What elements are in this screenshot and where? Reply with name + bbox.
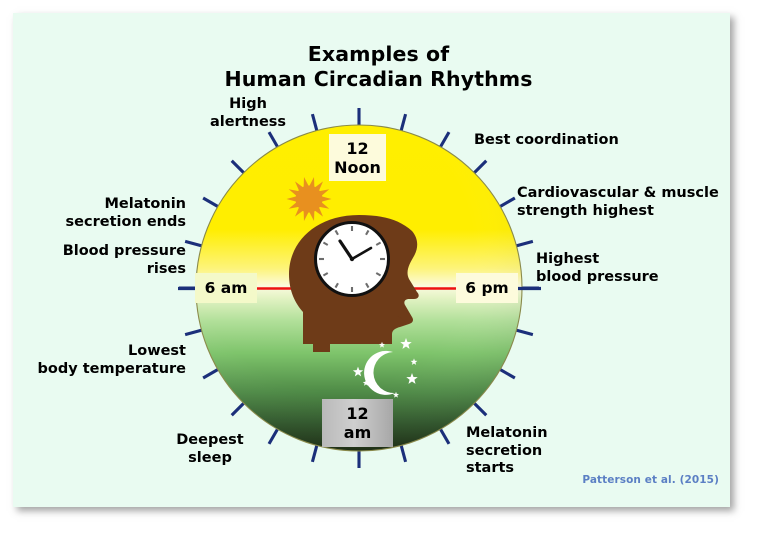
star-icon: [406, 373, 418, 384]
clock-hour-tick: [365, 229, 370, 236]
clock-hour-ticks: [319, 226, 385, 292]
sun-ray: [303, 177, 309, 188]
callout-high-alertness: High alertness: [209, 96, 287, 130]
label-12-noon-number: 12: [346, 138, 369, 158]
callout-highest-blood-pressure: Highest blood pressure: [536, 251, 659, 285]
moon-and-stars-icon: [352, 338, 418, 398]
label-6-am-text: 6 am: [204, 278, 248, 297]
callout-cardiovascular-muscle-strength: Cardiovascular & muscle strength highest: [517, 185, 719, 219]
star-icon: [352, 366, 364, 377]
sun-ray: [288, 202, 299, 209]
page-title-line-1: Examples of: [307, 42, 450, 66]
sun-ray: [319, 202, 330, 209]
sun-disc: [295, 185, 323, 213]
star-icons: [352, 338, 418, 398]
sun-icon: [286, 177, 332, 221]
clock-hour-tick: [322, 241, 329, 246]
clock-minute-hand: [350, 246, 373, 261]
callout-lowest-body-temperature: Lowest body temperature: [37, 343, 186, 377]
star-icon: [392, 391, 400, 398]
label-6-pm-text: 6 pm: [465, 278, 509, 297]
clock-hour-tick: [365, 282, 370, 289]
sun-ray: [309, 210, 315, 221]
clock-hour-tick: [322, 272, 329, 277]
callout-best-coordination: Best coordination: [474, 132, 619, 148]
label-6-am: 6 am: [195, 273, 257, 303]
clock-hour-hand: [338, 239, 354, 261]
label-12-noon-word: Noon: [334, 157, 381, 177]
sun-ray: [288, 189, 299, 196]
star-icon: [410, 358, 418, 365]
label-6-pm: 6 pm: [456, 273, 518, 303]
star-icon: [368, 358, 376, 366]
sun-ray: [309, 177, 315, 188]
star-icon: [362, 379, 370, 386]
label-12-am: 12 am: [322, 399, 393, 447]
sun-ray: [321, 196, 332, 202]
head-silhouette: [289, 215, 419, 352]
citation-text: Patterson et al. (2015): [582, 474, 719, 486]
page-title-line-2: Human Circadian Rhythms: [224, 67, 533, 91]
callout-blood-pressure-rises: Blood pressure rises: [62, 243, 186, 277]
clock-center-pin: [349, 256, 355, 262]
sun-ray: [303, 210, 309, 221]
label-12-am-number: 12: [346, 404, 369, 423]
label-12-am-word: am: [343, 423, 372, 442]
label-12-noon: 12 Noon: [329, 134, 386, 181]
clock-hour-tick: [334, 229, 339, 236]
callout-melatonin-secretion-starts: Melatonin secretion starts: [466, 425, 548, 476]
clock-hour-tick: [375, 272, 382, 277]
star-icon: [400, 338, 412, 349]
clock-hour-tick: [334, 282, 339, 289]
page-title: Examples of Human Circadian Rhythms: [0, 42, 757, 92]
sun-ray: [319, 189, 330, 196]
callout-melatonin-secretion-ends: Melatonin secretion ends: [65, 196, 186, 230]
star-icon: [378, 341, 386, 348]
callout-deepest-sleep: Deepest sleep: [176, 432, 244, 466]
sun-ray: [286, 196, 297, 202]
clock-hour-tick: [375, 241, 382, 246]
